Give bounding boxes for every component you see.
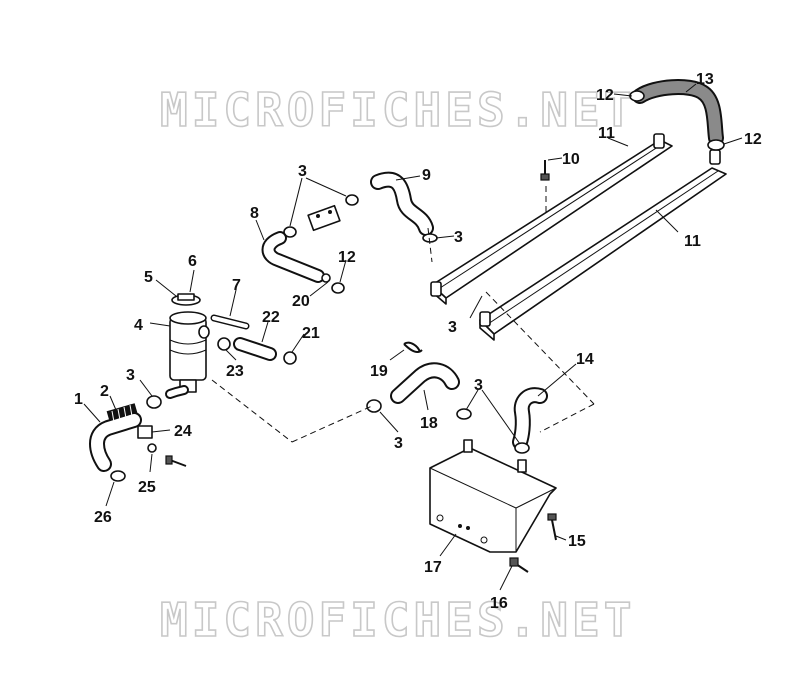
hose-clamp	[283, 351, 297, 365]
coolant-reservoir	[169, 311, 210, 393]
callout-5: 5	[144, 269, 153, 286]
leader-lines	[83, 83, 743, 591]
callout-25: 25	[138, 479, 156, 496]
callout-15: 15	[568, 533, 586, 550]
hose-clamp	[514, 442, 530, 454]
callout-3-hose9: 3	[454, 229, 463, 246]
callout-3-center: 3	[394, 435, 403, 452]
callout-6: 6	[188, 253, 197, 270]
callout-labels: 1 2 3 4 5 6 7 8 3 9 10 11 11 12 12 12 13…	[74, 71, 762, 612]
bracket	[137, 425, 153, 439]
hose-clamp	[707, 139, 725, 151]
heat-exchanger-upper	[430, 133, 673, 305]
callout-17: 17	[424, 559, 442, 576]
callout-12-left: 12	[596, 87, 614, 104]
hose-clamp	[366, 399, 382, 413]
callout-20: 20	[292, 293, 310, 310]
hose-clamp	[629, 90, 645, 102]
fitting	[321, 273, 331, 283]
hose-clamp	[146, 395, 162, 409]
callout-24: 24	[174, 423, 192, 440]
callout-11-lower: 11	[684, 233, 701, 250]
callout-3-rail: 3	[448, 319, 457, 336]
callout-23: 23	[226, 363, 244, 380]
watermark-top: MICROFICHES.NET	[160, 83, 635, 137]
callout-2: 2	[100, 383, 109, 400]
callout-3-right: 3	[474, 377, 483, 394]
callout-11-upper: 11	[598, 125, 615, 142]
callout-22: 22	[262, 309, 280, 326]
hose-clamp	[456, 408, 472, 420]
callout-10: 10	[562, 151, 580, 168]
callout-3: 3	[126, 367, 135, 384]
callout-8: 8	[250, 205, 259, 222]
hose-clamp	[110, 470, 126, 482]
callout-12-right: 12	[744, 131, 762, 148]
callout-13: 13	[696, 71, 714, 88]
bolt	[509, 557, 529, 573]
reservoir-cap	[171, 293, 201, 306]
callout-9: 9	[422, 167, 431, 184]
callout-12-mid: 12	[338, 249, 356, 266]
heat-exchanger-front	[429, 439, 557, 553]
callout-7: 7	[232, 277, 241, 294]
hose-clamp	[345, 194, 359, 206]
washer	[147, 443, 157, 453]
hose-clamp	[283, 226, 297, 238]
callout-26: 26	[94, 509, 112, 526]
callout-3-top: 3	[298, 163, 307, 180]
hose-spring	[106, 403, 138, 423]
screw	[540, 160, 550, 181]
hose-clamp	[331, 282, 345, 294]
callout-4: 4	[134, 317, 143, 334]
thermostat-housing	[307, 204, 341, 232]
callout-16: 16	[490, 595, 508, 612]
heat-exchanger-lower	[479, 149, 727, 341]
cable-tie	[403, 341, 421, 353]
watermark-bottom: MICROFICHES.NET	[160, 593, 635, 647]
callout-1: 1	[74, 391, 83, 408]
bolt	[547, 513, 557, 541]
callout-18: 18	[420, 415, 438, 432]
bolt	[165, 455, 187, 467]
hose-clamp	[217, 337, 231, 351]
callout-19: 19	[370, 363, 388, 380]
callout-14: 14	[576, 351, 594, 368]
callout-21: 21	[302, 325, 320, 342]
